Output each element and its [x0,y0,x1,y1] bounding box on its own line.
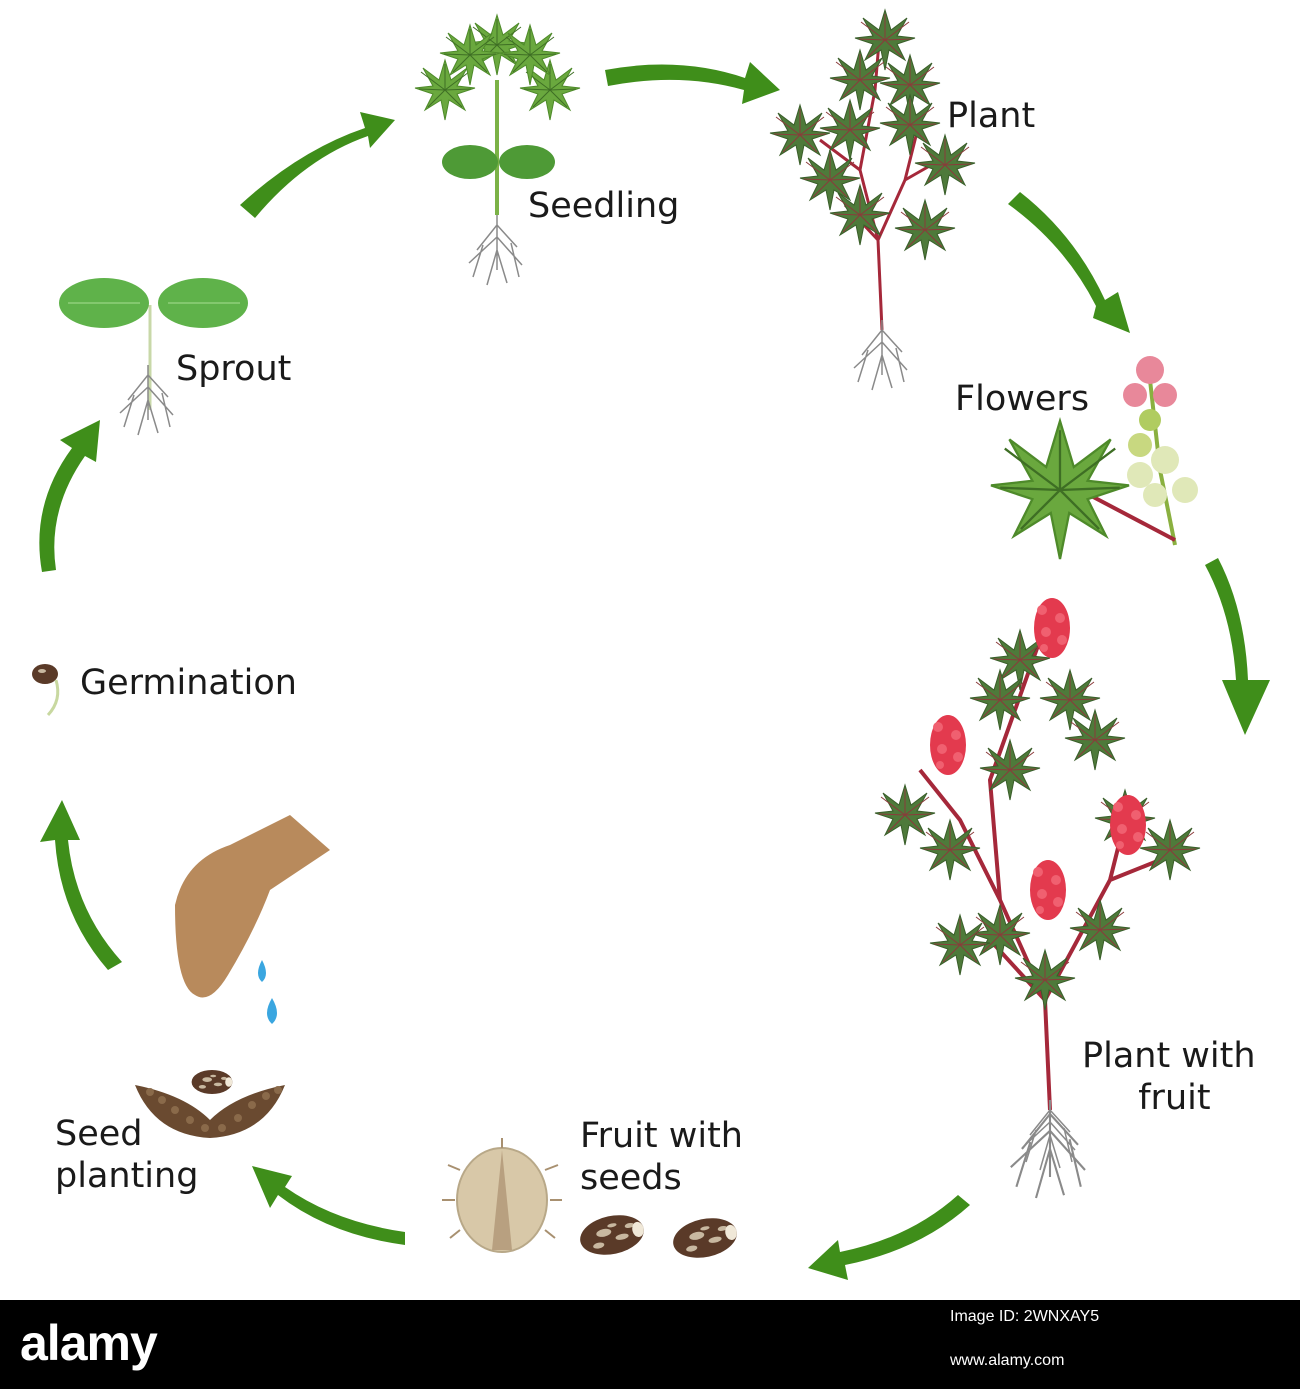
footer-url-text: www.alamy.com [950,1352,1065,1369]
alamy-logo: alamy [20,1315,158,1371]
plant-illustration [769,9,976,391]
cycle-arrows [39,62,1270,1280]
sprout-illustration [59,278,248,436]
life-cycle-diagram [32,9,1270,1280]
image-id-text: Image ID: 2WNXAY5 [950,1308,1100,1325]
label-seed-planting-line1: Seed [55,1114,143,1154]
arrow-seedplanting-to-germination [40,800,122,970]
label-fruit-with-seeds: Fruit with seeds [580,1115,743,1199]
label-seed-planting: Seed planting [55,1113,198,1197]
label-plant: Plant [947,96,1036,136]
fruit-with-seeds-illustration [442,1138,741,1264]
plant-with-fruit-illustration [874,598,1201,1200]
arrow-plant-to-flowers [1008,192,1130,333]
label-germination: Germination [80,663,297,703]
watermark-footer: alamy Image ID: 2WNXAY5 www.alamy.com [0,1300,1300,1389]
arrow-germination-to-sprout [39,420,100,572]
arrow-seedling-to-plant [605,62,780,104]
label-seedling: Seedling [528,186,680,226]
label-flowers: Flowers [955,379,1090,419]
label-fruit-with-seeds-line2: seeds [580,1158,682,1198]
arrow-fruitplant-to-fruit [808,1195,970,1280]
seedling-illustration [414,14,581,286]
arrow-flowers-to-fruitplant [1205,558,1270,735]
arrow-fruit-to-seedplanting [252,1166,405,1245]
label-plant-with-fruit: Plant with fruit [1082,1035,1256,1119]
arrow-sprout-to-seedling [240,112,395,218]
seed-planting-illustration [135,815,330,1138]
label-plant-with-fruit-line2: fruit [1138,1078,1211,1118]
label-seed-planting-line2: planting [55,1156,199,1196]
label-sprout: Sprout [176,349,292,389]
flowers-illustration [989,356,1198,561]
label-plant-with-fruit-line1: Plant with [1082,1036,1256,1076]
label-fruit-with-seeds-line1: Fruit with [580,1116,743,1156]
germination-illustration [32,664,60,717]
